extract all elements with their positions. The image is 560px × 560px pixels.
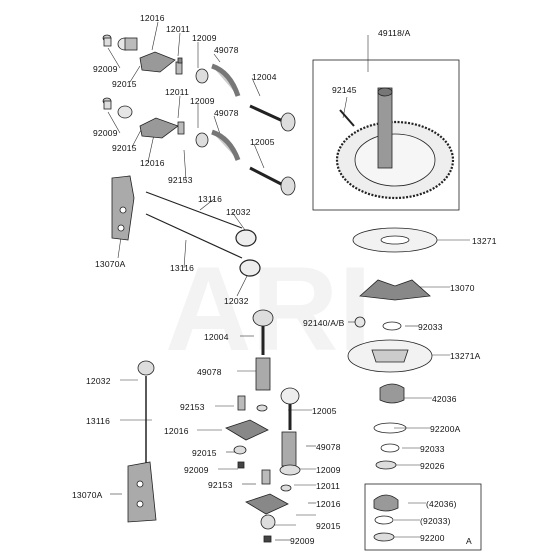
inset-box-a <box>364 483 482 551</box>
part-label-49078: 49078 <box>316 442 341 452</box>
part-label-12011: 12011 <box>166 24 191 34</box>
camshaft-gear <box>335 87 455 200</box>
part-label-92015: 92015 <box>192 448 217 458</box>
part-label-12009: 12009 <box>190 96 215 106</box>
leader-lines <box>107 21 470 541</box>
part-label-92153: 92153 <box>180 402 205 412</box>
part-label-13070A: 13070A <box>95 259 126 269</box>
part-label-92033: 92033 <box>418 322 443 332</box>
rocker-arm-lower <box>102 97 296 196</box>
part-label-12016: 12016 <box>140 158 165 168</box>
inset-parts <box>373 494 399 542</box>
part-label-92015: 92015 <box>316 521 341 531</box>
part-label-12009: 12009 <box>192 33 217 43</box>
part-label-12016: 12016 <box>140 13 165 23</box>
rocker-arm-upper <box>102 34 296 132</box>
guide-plate-upper <box>111 175 135 241</box>
part-label-92153: 92153 <box>168 175 193 185</box>
part-label-92033: 92033 <box>420 444 445 454</box>
part-label-12004: 12004 <box>204 332 229 342</box>
part-label-12032: 12032 <box>226 207 251 217</box>
part-label-92140: 92140/A/B <box>303 318 345 328</box>
camshaft-box <box>312 59 460 211</box>
part-label-12005: 12005 <box>250 137 275 147</box>
part-label-12009: 12009 <box>316 465 341 475</box>
part-label-49078: 49078 <box>214 45 239 55</box>
part-label-13070: 13070 <box>450 283 475 293</box>
part-label-92015: 92015 <box>112 143 137 153</box>
governor-parts <box>347 227 438 470</box>
part-label-92145: 92145 <box>332 85 357 95</box>
part-label-49078: 49078 <box>214 108 239 118</box>
part-label-13116: 13116 <box>86 416 111 426</box>
part-label-49118: 49118/A <box>378 28 411 38</box>
part-label-42036-optional: (42036) <box>426 499 457 509</box>
part-label-92009: 92009 <box>184 465 209 475</box>
push-rod-left <box>127 360 157 523</box>
part-label-12011: 12011 <box>316 481 341 491</box>
part-label-12032: 12032 <box>86 376 111 386</box>
part-label-92009: 92009 <box>93 64 118 74</box>
part-label-13271A: 13271A <box>450 351 481 361</box>
push-rods <box>145 191 261 277</box>
part-label-13271: 13271 <box>472 236 497 246</box>
part-label-92009: 92009 <box>93 128 118 138</box>
valve-assembly-middle <box>225 309 301 543</box>
part-label-92200: 92200 <box>420 533 445 543</box>
part-label-92015: 92015 <box>112 79 137 89</box>
part-label-92153: 92153 <box>208 480 233 490</box>
part-label-92200A: 92200A <box>430 424 461 434</box>
inset-label-a: A <box>466 536 472 546</box>
part-label-13070A: 13070A <box>72 490 103 500</box>
part-label-12016: 12016 <box>164 426 189 436</box>
part-label-92009: 92009 <box>290 536 315 546</box>
part-label-92026: 92026 <box>420 461 445 471</box>
part-label-13116: 13116 <box>170 263 195 273</box>
part-label-12011: 12011 <box>165 87 190 97</box>
part-label-12016: 12016 <box>316 499 341 509</box>
part-label-49078: 49078 <box>197 367 222 377</box>
part-label-92033-optional: (92033) <box>420 516 451 526</box>
part-label-12032: 12032 <box>224 296 249 306</box>
watermark: ARI <box>165 242 372 376</box>
part-label-12005: 12005 <box>312 406 337 416</box>
part-label-13116: 13116 <box>198 194 223 204</box>
part-label-12004: 12004 <box>252 72 277 82</box>
part-label-42036: 42036 <box>432 394 457 404</box>
